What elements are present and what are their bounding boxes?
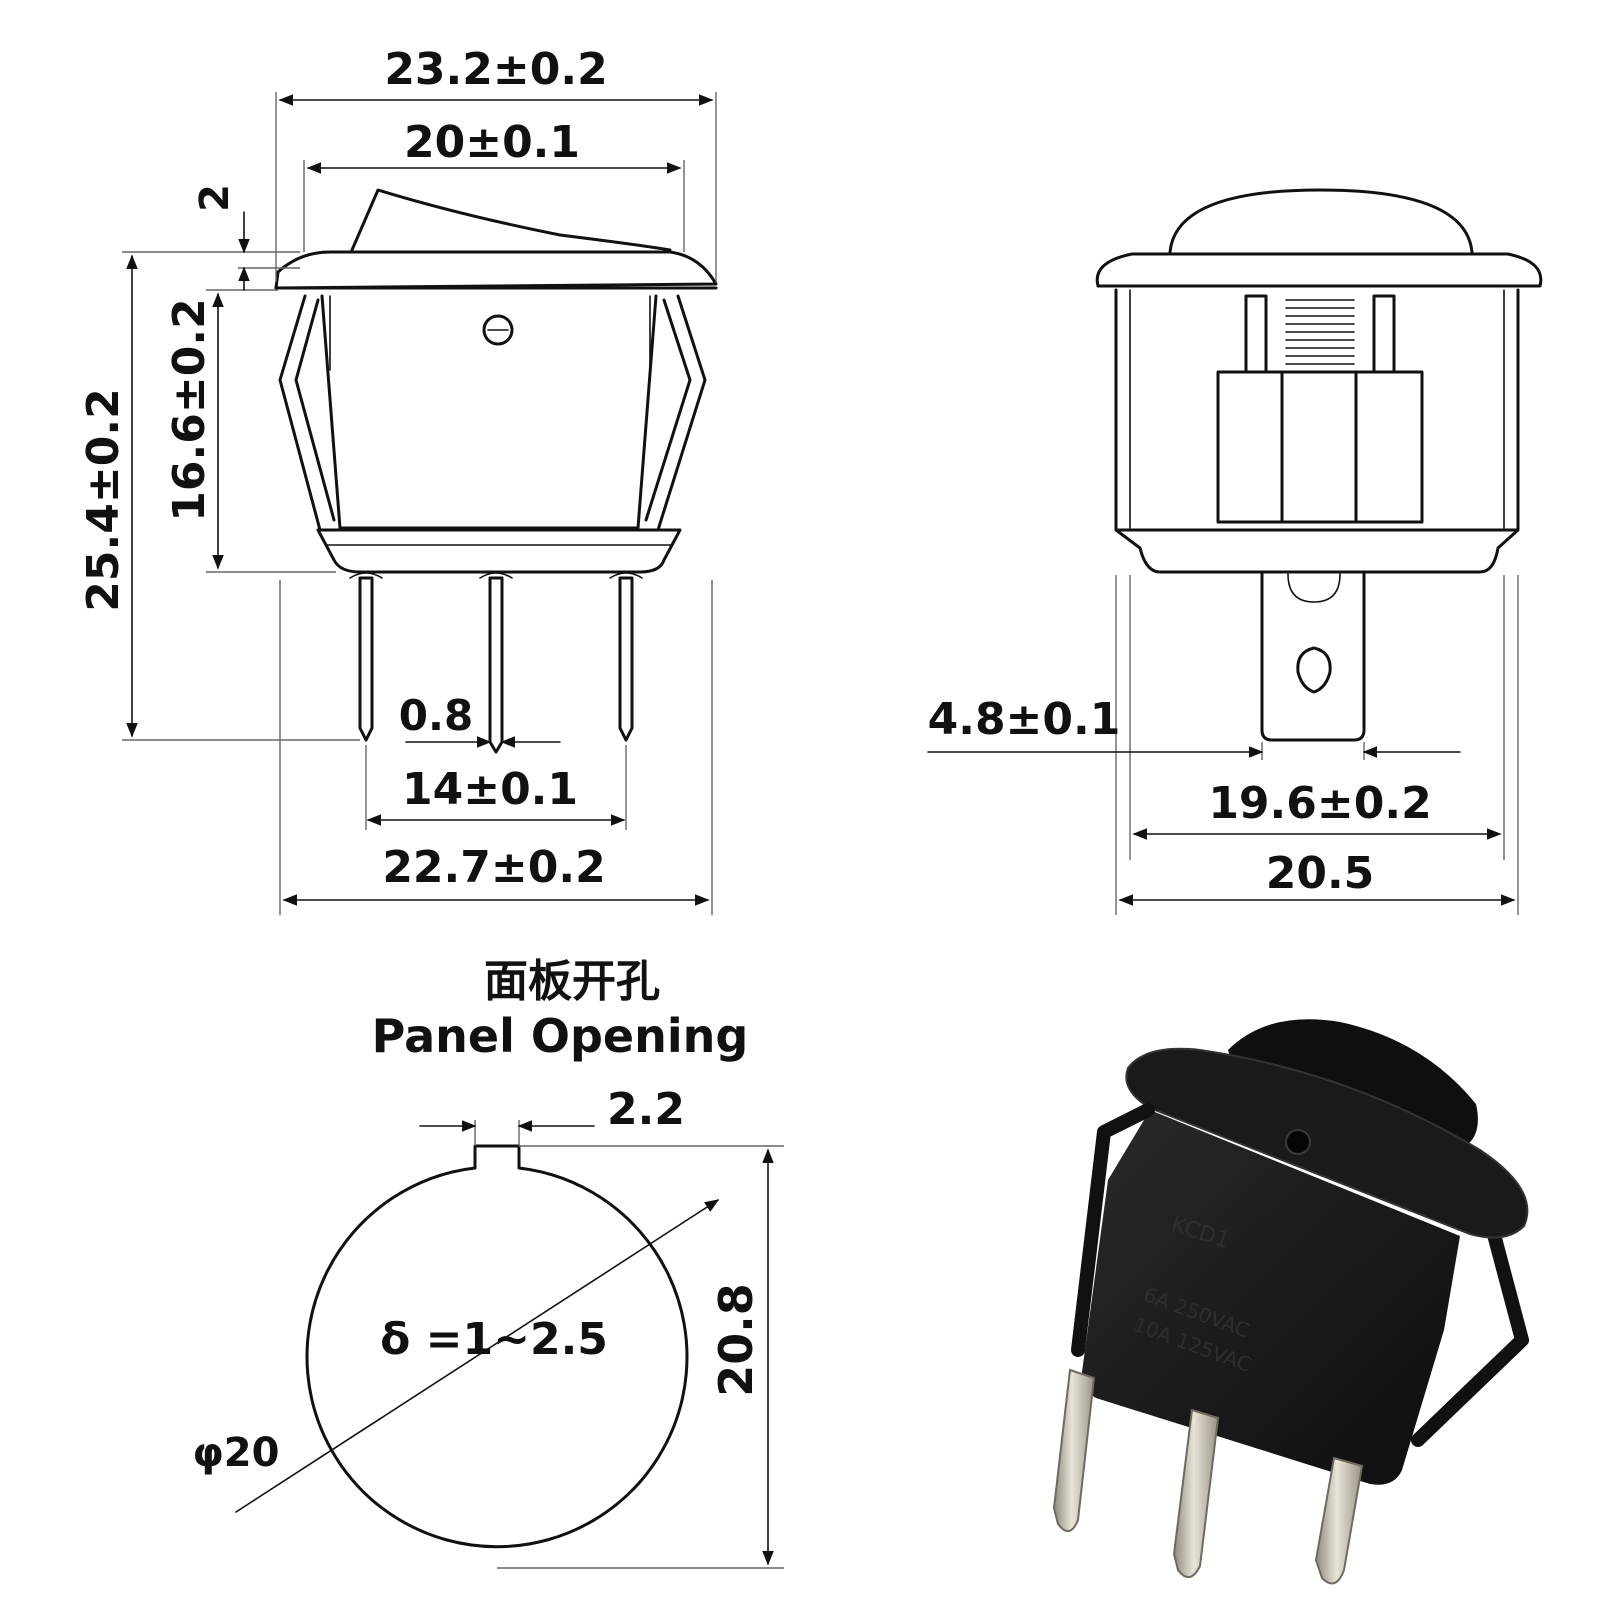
side-rocker-dome: [1168, 188, 1474, 254]
photo-terminal-pins: [1052, 1368, 1364, 1585]
photo-indicator-dot: [1285, 1129, 1311, 1155]
dim-opening-height: 20.8: [709, 1283, 763, 1397]
side-bezel-flange: [1095, 252, 1543, 288]
dim-line-diameter: [235, 1199, 720, 1513]
dim-body-height: 16.6±0.2: [164, 298, 215, 521]
dim-panel-thickness: δ =1~2.5: [380, 1314, 608, 1365]
product-photo: KCD1 6A 250VAC 10A 125VAC: [1052, 1019, 1529, 1585]
dim-rocker-height: 2: [192, 184, 238, 212]
dim-overall-width: 23.2±0.2: [384, 44, 607, 95]
indicator-dot: [482, 314, 514, 346]
dim-total-height: 25.4±0.2: [78, 388, 129, 611]
right-latch: [656, 294, 707, 532]
panel-opening-title-cn: 面板开孔: [484, 956, 660, 1007]
panel-opening: 面板开孔 Panel Opening 2.2 20.8 δ =1~2.5 φ20: [193, 956, 784, 1569]
dim-pin-span: 14±0.1: [402, 764, 578, 815]
rocker-actuator: [350, 188, 672, 252]
front-view: 23.2±0.2 20±0.1 2 25.4±0.2 16.6±0.2 0.8 …: [78, 44, 718, 915]
panel-opening-title-en: Panel Opening: [372, 1009, 749, 1063]
side-terminal-hole: [1296, 646, 1332, 694]
side-switch-body: [1114, 288, 1520, 574]
dim-side-overall-width: 20.5: [1266, 848, 1375, 899]
left-latch: [278, 294, 322, 532]
switch-base: [316, 528, 682, 574]
photo-body: [1081, 1110, 1460, 1485]
dim-pin-thickness: 0.8: [399, 691, 473, 740]
terminal-pins: [349, 572, 643, 754]
switch-body: [320, 294, 658, 530]
dim-bottom-width: 22.7±0.2: [382, 842, 605, 893]
side-terminal-tab: [1260, 572, 1366, 742]
dim-bezel-width: 20±0.1: [404, 117, 580, 168]
dim-terminal-width: 4.8±0.1: [928, 694, 1121, 745]
side-spring: [1285, 299, 1355, 365]
dim-side-body-width: 19.6±0.2: [1208, 778, 1431, 829]
dim-notch-width: 2.2: [607, 1084, 685, 1135]
photo-bezel: [1125, 1047, 1529, 1239]
bezel-flange: [274, 250, 718, 290]
side-inner-block: [1216, 370, 1424, 524]
side-view: 4.8±0.1 19.6±0.2 20.5: [927, 188, 1543, 915]
dim-diameter: φ20: [193, 1430, 280, 1476]
